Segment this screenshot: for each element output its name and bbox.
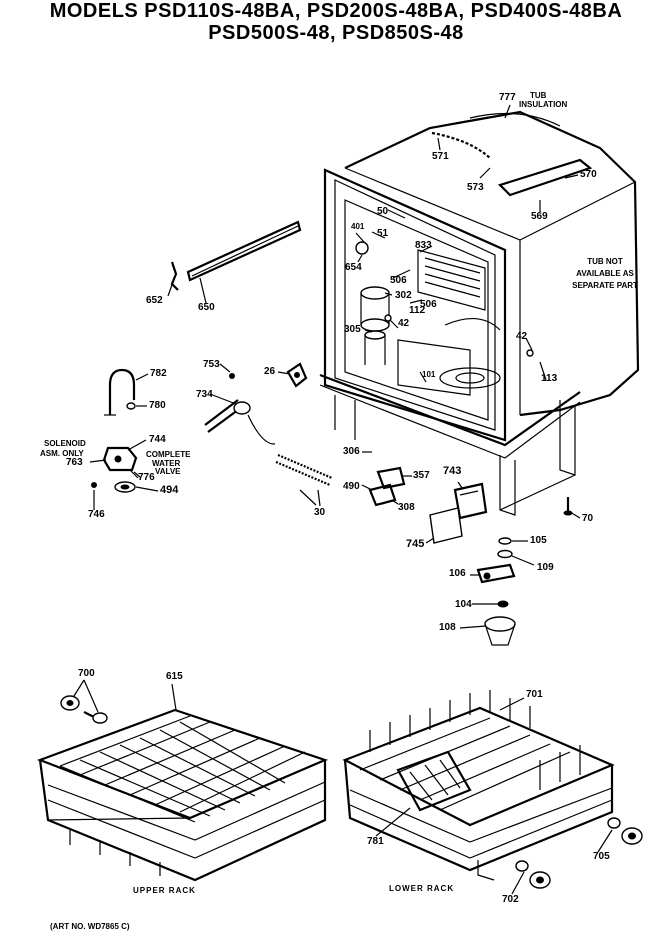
switch-308 bbox=[368, 483, 397, 507]
callout-650: 650 bbox=[198, 302, 215, 313]
rack-roller-700 bbox=[60, 695, 108, 724]
callout-705: 705 bbox=[593, 851, 610, 862]
callout-42-right: 42 bbox=[516, 331, 528, 342]
water-valve-744 bbox=[102, 446, 139, 493]
callout-776: 776 bbox=[138, 472, 155, 483]
rack-wheel-702 bbox=[515, 860, 551, 889]
note-solenoid-line2: ASM. ONLY bbox=[40, 449, 84, 458]
callout-734: 734 bbox=[196, 389, 213, 400]
callout-745: 745 bbox=[406, 538, 425, 550]
washer-105 bbox=[498, 537, 512, 545]
callout-113: 113 bbox=[541, 373, 558, 384]
callout-490: 490 bbox=[343, 481, 360, 492]
callout-781: 781 bbox=[367, 836, 384, 847]
callout-506-upper: 506 bbox=[390, 275, 407, 286]
door-seal-650 bbox=[186, 220, 302, 282]
callout-702: 702 bbox=[502, 894, 519, 905]
label-lower-rack: LOWER RACK bbox=[389, 884, 455, 893]
callout-109: 109 bbox=[537, 562, 554, 573]
note-tub-insulation-line2: INSULATION bbox=[519, 100, 568, 109]
callout-782: 782 bbox=[150, 368, 167, 379]
rack-wheel-705 bbox=[607, 817, 643, 845]
callout-744: 744 bbox=[149, 434, 166, 445]
callout-42-left: 42 bbox=[398, 318, 410, 329]
callout-777: 777 bbox=[499, 92, 516, 103]
callout-50: 50 bbox=[377, 206, 389, 217]
callout-746: 746 bbox=[88, 509, 105, 520]
fill-tube-782 bbox=[104, 368, 136, 416]
callout-305: 305 bbox=[344, 324, 361, 335]
callout-51: 51 bbox=[377, 228, 389, 239]
note-solenoid-line1: SOLENOID bbox=[44, 439, 86, 448]
callout-306: 306 bbox=[343, 446, 360, 457]
impeller-106 bbox=[476, 563, 516, 584]
callout-106: 106 bbox=[449, 568, 466, 579]
bracket-743 bbox=[453, 482, 488, 520]
nut-104 bbox=[497, 600, 509, 608]
callout-701: 701 bbox=[526, 689, 543, 700]
hinge-26 bbox=[286, 362, 308, 388]
callout-101: 101 bbox=[422, 370, 436, 379]
callout-108: 108 bbox=[439, 622, 456, 633]
callout-70: 70 bbox=[582, 513, 594, 524]
callout-26: 26 bbox=[264, 366, 276, 377]
label-upper-rack: UPPER RACK bbox=[133, 886, 196, 895]
callout-615: 615 bbox=[166, 671, 183, 682]
callout-652: 652 bbox=[146, 295, 163, 306]
leader-lines bbox=[73, 104, 613, 895]
cover-745 bbox=[429, 507, 463, 544]
tub-assembly bbox=[319, 110, 640, 516]
note-tub-not-available-line2: AVAILABLE AS bbox=[576, 269, 634, 278]
callout-654: 654 bbox=[345, 262, 362, 273]
clamp-780 bbox=[126, 402, 136, 410]
callout-753: 753 bbox=[203, 359, 220, 370]
callout-700: 700 bbox=[78, 668, 95, 679]
callout-570: 570 bbox=[580, 169, 597, 180]
callout-506-lower: 506 bbox=[420, 299, 437, 310]
callout-780: 780 bbox=[149, 400, 166, 411]
note-tub-not-available-line1: TUB NOT bbox=[587, 257, 623, 266]
note-tub-not-available-line3: SEPARATE PART bbox=[572, 281, 638, 290]
callout-105: 105 bbox=[530, 535, 547, 546]
note-tub-insulation-line1: TUB bbox=[530, 91, 547, 100]
seal-clip-652 bbox=[170, 261, 179, 291]
upper-rack-615 bbox=[36, 708, 329, 882]
page-title-line-1: MODELS PSD110S-48BA, PSD200S-48BA, PSD40… bbox=[49, 0, 623, 22]
callout-104: 104 bbox=[455, 599, 472, 610]
callout-112: 112 bbox=[409, 305, 426, 316]
callout-571: 571 bbox=[432, 151, 449, 162]
screw-746 bbox=[91, 482, 97, 488]
washer-109 bbox=[497, 549, 513, 559]
callout-308: 308 bbox=[398, 502, 415, 513]
page-title-line-2: PSD500S-48, PSD850S-48 bbox=[208, 22, 464, 44]
callout-494: 494 bbox=[160, 484, 179, 496]
drain-hose-734 bbox=[204, 373, 276, 445]
callout-357: 357 bbox=[413, 470, 430, 481]
note-water-valve-line3: VALVE bbox=[155, 467, 181, 476]
pump-housing-108 bbox=[484, 616, 516, 646]
art-number: (ART NO. WD7865 C) bbox=[50, 922, 130, 931]
lower-rack-701 bbox=[342, 690, 615, 881]
callout-743: 743 bbox=[443, 465, 462, 477]
note-water-valve-line2: WATER bbox=[152, 459, 181, 468]
bracket-357 bbox=[376, 466, 406, 490]
callout-569: 569 bbox=[531, 211, 548, 222]
callout-302: 302 bbox=[395, 290, 412, 301]
callout-833: 833 bbox=[415, 240, 432, 251]
callout-763: 763 bbox=[66, 457, 83, 468]
springs-30 bbox=[275, 453, 333, 506]
callout-30: 30 bbox=[314, 507, 326, 518]
note-water-valve-line1: COMPLETE bbox=[146, 450, 191, 459]
callout-573: 573 bbox=[467, 182, 484, 193]
callout-401: 401 bbox=[351, 222, 365, 231]
